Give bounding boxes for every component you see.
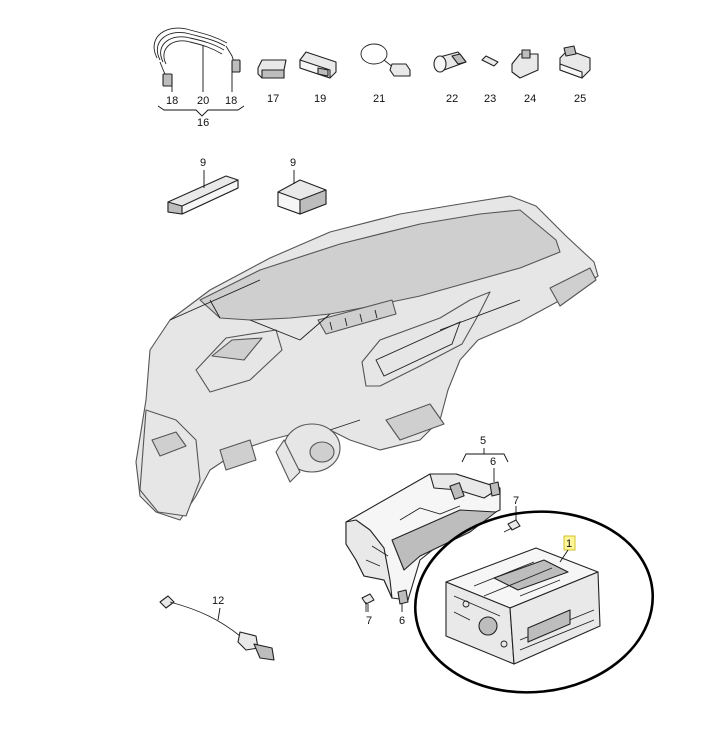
part-9-antenna-module-right[interactable] — [277, 170, 327, 215]
part-17-connector[interactable] — [257, 59, 287, 79]
label-6-upper: 6 — [490, 456, 496, 468]
part-9-antenna-module-left[interactable] — [167, 170, 239, 215]
part-24-bracket[interactable] — [511, 49, 539, 79]
part-7-screw-upper[interactable] — [503, 519, 521, 533]
part-18-plug-left[interactable] — [162, 73, 173, 87]
dashboard-assembly — [135, 195, 599, 521]
part-21-ring-connector[interactable] — [360, 43, 411, 77]
part-1-label-box — [563, 535, 576, 551]
label-18-right: 18 — [225, 95, 237, 107]
label-18-left: 18 — [166, 95, 178, 107]
part-7-screw-lower[interactable] — [361, 593, 375, 612]
part-23-pin[interactable] — [481, 55, 499, 67]
part-25-connector[interactable] — [559, 45, 591, 79]
part-20-coiled-cable[interactable] — [153, 27, 237, 81]
label-5: 5 — [480, 435, 486, 447]
label-24: 24 — [524, 93, 536, 105]
label-9-right: 9 — [290, 157, 296, 169]
part-19-connector[interactable] — [299, 51, 337, 79]
label-1: 1 — [566, 538, 572, 550]
highlight-ring — [413, 510, 655, 694]
label-9-left: 9 — [200, 157, 206, 169]
label-22: 22 — [446, 93, 458, 105]
label-23: 23 — [484, 93, 496, 105]
part-22-cylinder[interactable] — [433, 51, 467, 73]
label-12: 12 — [212, 595, 224, 607]
part-6-clip-lower[interactable] — [397, 589, 409, 605]
label-16: 16 — [197, 117, 209, 129]
label-6-lower: 6 — [399, 615, 405, 627]
part-6-clip-upper[interactable] — [489, 481, 501, 497]
part-18-plug-right[interactable] — [231, 59, 241, 73]
part-5-mounting-bracket[interactable] — [345, 473, 501, 601]
part-1-head-unit[interactable] — [445, 547, 601, 665]
label-21: 21 — [373, 93, 385, 105]
part-12-cable[interactable] — [159, 595, 275, 661]
label-20: 20 — [197, 95, 209, 107]
callout-labels: 18 20 18 16 17 19 21 22 23 24 25 9 9 5 6… — [166, 93, 586, 627]
label-7-upper: 7 — [513, 495, 519, 507]
label-7-lower: 7 — [366, 615, 372, 627]
label-17: 17 — [267, 93, 279, 105]
part-16-cable-set[interactable] — [153, 27, 245, 117]
label-19: 19 — [314, 93, 326, 105]
label-25: 25 — [574, 93, 586, 105]
